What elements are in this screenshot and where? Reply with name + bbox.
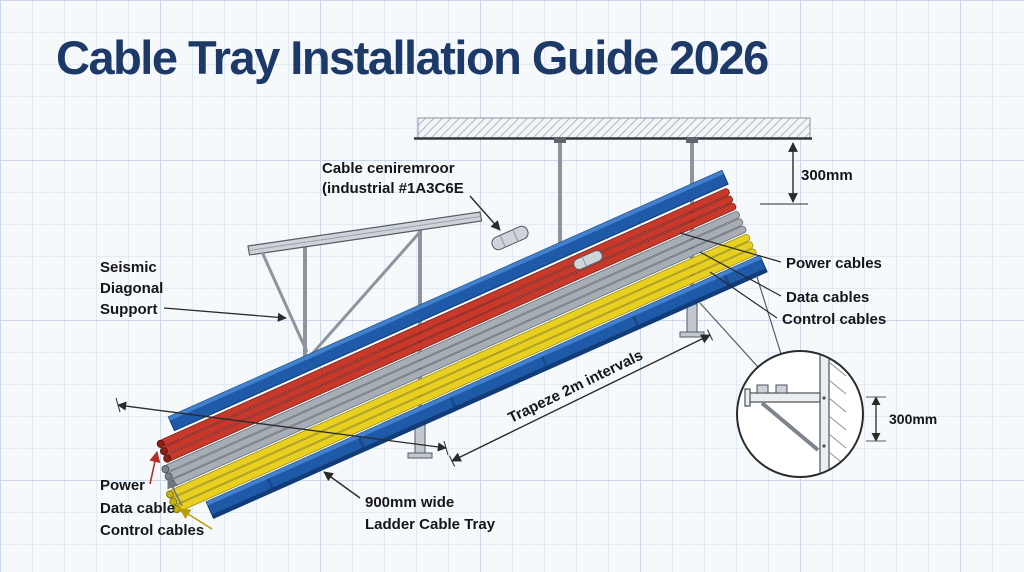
control-cable-end [169,497,178,506]
rod-anchor-plate [686,138,698,143]
label-data-cables: Data cables [786,289,869,306]
tray-rail-far-highlight [168,170,724,421]
coupler-label-line2: (industrial #1A3C6E [322,180,464,197]
detail-brace [760,401,820,452]
dimension-left-span [115,397,449,456]
ceiling-hatch [417,117,811,139]
seismic-label: Seismic Diagonal Support [100,259,287,322]
cable-type-labels-right: Power cables Data cables Control cables [679,232,886,328]
cable-coupler [573,249,603,271]
seismic-label-line2: Diagonal [100,280,163,297]
ceiling [414,117,812,143]
dimension-detail-height: 300mm [866,396,937,442]
power-cable-end [163,454,172,463]
detail-drawing [744,352,847,476]
rod-anchor-plate [554,138,566,143]
detail-callout-lines [699,276,782,368]
detail-clamp [775,384,788,394]
control-cable-end [166,490,174,499]
label-control-cables-bottom: Control cables [100,522,204,539]
cable-type-labels-bottom: Power Data cable Control cables [100,450,213,539]
dimension-detail-label: 300mm [889,411,937,427]
leader-line [709,271,778,319]
trapeze-channel-foot [407,452,433,459]
leader-line-power [149,450,161,485]
seismic-label-line1: Seismic [100,259,157,276]
leader-line [679,232,782,263]
detail-wall [819,352,830,476]
trapeze-channel-foot [679,331,705,338]
leader-line [699,251,782,297]
leader-line [469,195,501,231]
control-cable [172,241,754,505]
dimension-ceiling-drop-label: 300mm [801,167,853,184]
detail-view: 300mm [736,350,937,478]
seismic-brace [260,251,309,353]
trapeze-beam-assembly [247,211,483,355]
coupler-label: Cable ceniremroor (industrial #1A3C6E [322,160,501,231]
label-control-cables: Control cables [782,311,886,328]
data-cable-end [161,465,170,474]
leader-line [323,471,361,499]
leader-line [163,307,287,322]
power-cables [159,188,737,462]
trapeze-channel [686,303,698,335]
leader-line-data [167,476,183,507]
page-title: Cable Tray Installation Guide 2026 [56,31,769,84]
tray-size-line1: 900mm wide [365,494,454,511]
beam-flange-line [248,216,481,251]
leader-line-control [179,508,213,530]
trapeze-channel [414,424,426,456]
detail-bolt [822,396,826,400]
detail-arm [747,392,821,403]
tray-size-line2: Ladder Cable Tray [365,516,496,533]
cable-coupler [491,225,529,251]
detail-clamp [756,384,769,394]
label-power-cables: Power cables [786,255,882,272]
detail-arm-endplate [744,388,751,407]
label-data-cable: Data cable [100,500,175,517]
data-cable [167,218,744,480]
control-cables [169,233,757,512]
coupler-label-line1: Cable ceniremroor [322,160,455,177]
detail-circle [736,350,864,478]
seismic-label-line3: Support [100,301,158,318]
detail-bolt [822,444,826,448]
control-cable-end [172,505,181,514]
dimension-ceiling-drop: 300mm [760,142,853,205]
data-cable [171,225,747,487]
label-power: Power [100,477,145,494]
seismic-brace [310,231,422,355]
tray-size-label: 900mm wide Ladder Cable Tray [323,471,496,533]
